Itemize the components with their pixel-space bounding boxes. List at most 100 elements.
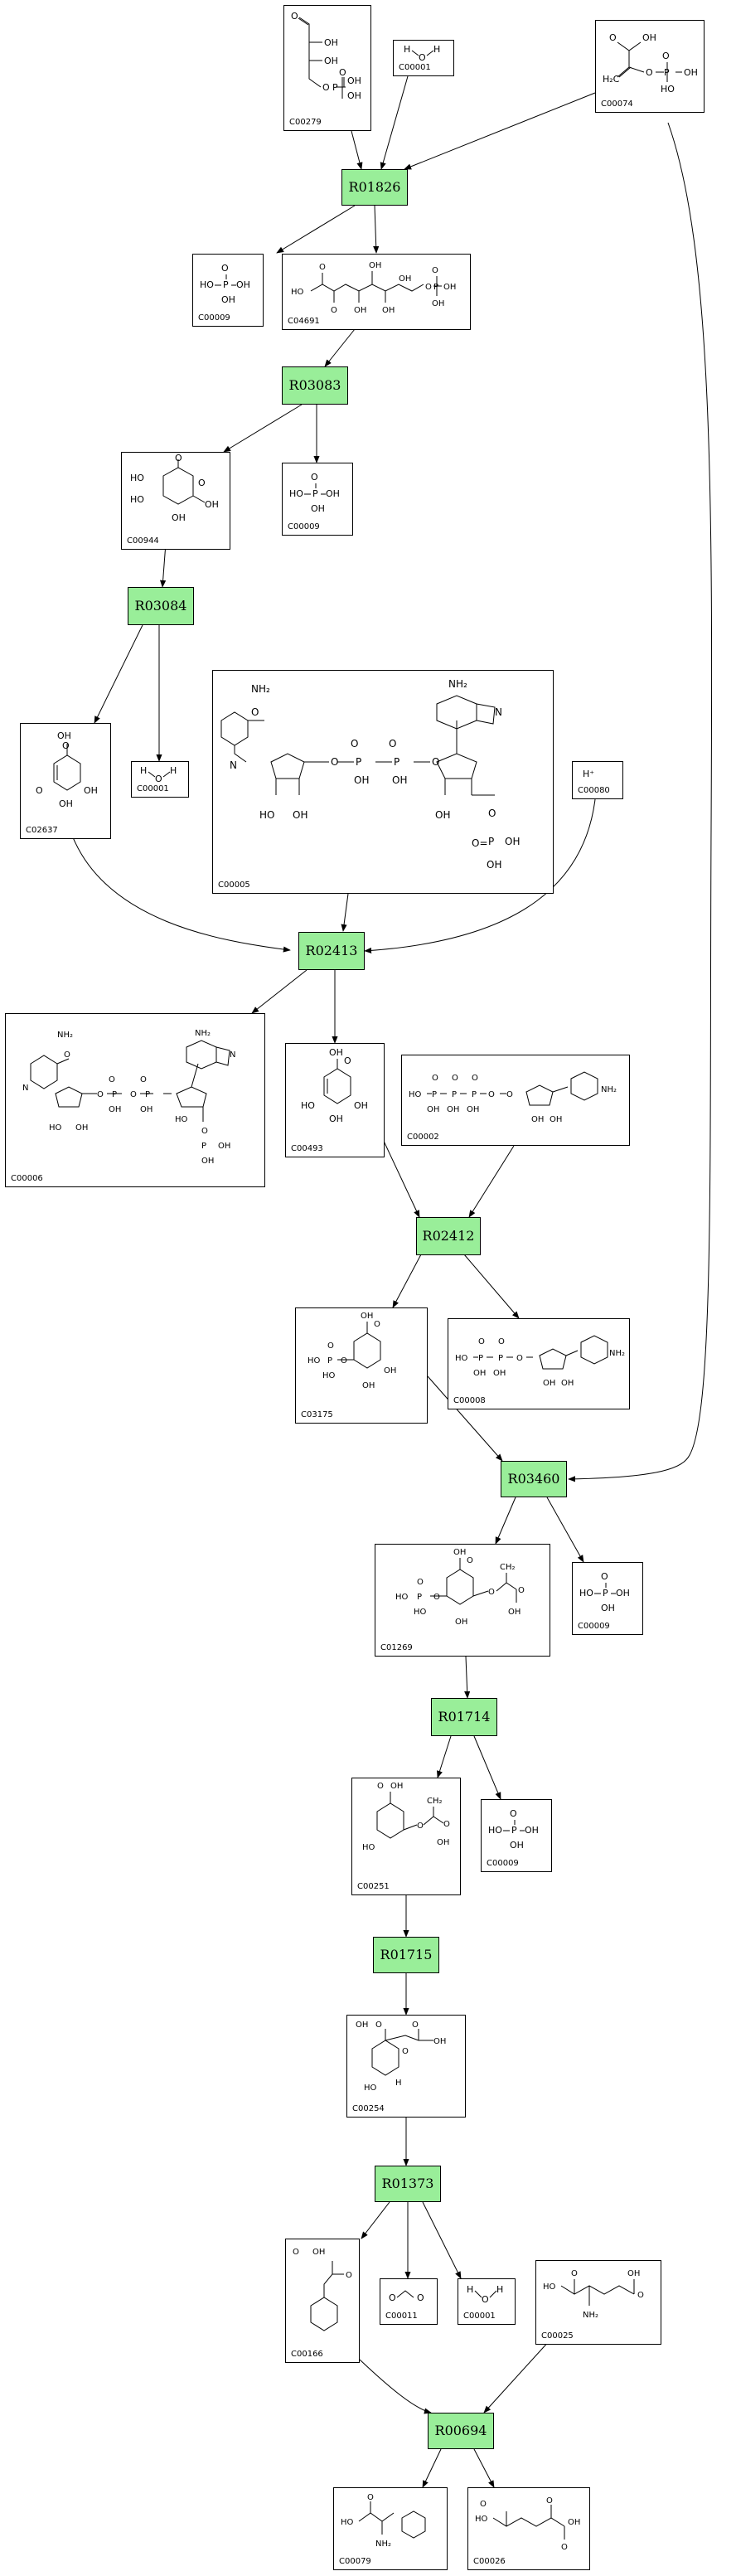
svg-text:H: H xyxy=(433,44,440,55)
svg-text:O: O xyxy=(518,1586,525,1595)
svg-text:O: O xyxy=(130,1090,137,1099)
svg-text:O: O xyxy=(331,756,338,768)
svg-text:OH: OH xyxy=(568,2518,580,2527)
compound-id: C00080 xyxy=(578,786,610,795)
svg-text:OH: OH xyxy=(362,1381,375,1390)
svg-text:O: O xyxy=(402,2047,409,2056)
svg-text:OH: OH xyxy=(467,1105,479,1114)
svg-text:CH₂: CH₂ xyxy=(500,1563,516,1572)
svg-text:O: O xyxy=(155,774,162,784)
svg-text:O: O xyxy=(109,1075,115,1084)
svg-text:HO: HO xyxy=(409,1090,422,1099)
reaction-node-r01715[interactable]: R01715 xyxy=(373,1937,439,1973)
svg-text:P: P xyxy=(603,1588,608,1598)
svg-text:P: P xyxy=(433,283,438,292)
svg-text:O: O xyxy=(432,1074,438,1083)
svg-text:NH₂: NH₂ xyxy=(57,1031,73,1040)
svg-text:O: O xyxy=(175,453,182,463)
reaction-node-r00694[interactable]: R00694 xyxy=(428,2413,494,2449)
compound-id: C01269 xyxy=(380,1643,413,1652)
svg-text:HO: HO xyxy=(322,1371,336,1380)
reaction-node-r03083[interactable]: R03083 xyxy=(282,366,348,405)
compound-id: C00009 xyxy=(198,313,230,323)
svg-text:NH₂: NH₂ xyxy=(609,1349,625,1358)
svg-text:OH: OH xyxy=(354,306,366,315)
svg-text:OH: OH xyxy=(508,1608,521,1617)
svg-text:OH: OH xyxy=(311,503,325,514)
svg-text:O: O xyxy=(452,1074,458,1083)
edge xyxy=(468,1145,515,1218)
edge xyxy=(359,2359,432,2414)
edge xyxy=(361,2201,390,2239)
svg-text:O: O xyxy=(467,1556,473,1565)
svg-text:O: O xyxy=(97,1090,104,1099)
compound-id: C00279 xyxy=(289,118,322,127)
svg-text:OH: OH xyxy=(354,774,369,786)
reaction-node-r01714[interactable]: R01714 xyxy=(431,1698,497,1736)
svg-text:OH: OH xyxy=(347,75,361,86)
svg-text:HO: HO xyxy=(341,2518,354,2527)
compound-id: C00944 xyxy=(127,536,159,546)
reaction-node-r03084[interactable]: R03084 xyxy=(128,587,194,625)
reaction-node-r02413[interactable]: R02413 xyxy=(298,932,365,970)
svg-text:OH: OH xyxy=(684,67,698,78)
svg-text:O: O xyxy=(478,1337,485,1346)
svg-text:OH: OH xyxy=(427,1105,439,1114)
reaction-node-r01826[interactable]: R01826 xyxy=(341,169,408,206)
svg-text:P: P xyxy=(664,67,670,78)
compound-id: C00025 xyxy=(541,2331,574,2341)
svg-text:HO: HO xyxy=(175,1115,188,1124)
reaction-node-r03460[interactable]: R03460 xyxy=(501,1461,567,1497)
svg-text:P: P xyxy=(472,1090,477,1099)
compound-id: C00001 xyxy=(463,2312,496,2321)
svg-text:HO: HO xyxy=(130,494,144,505)
edge xyxy=(351,130,363,170)
compound-id: C00493 xyxy=(291,1144,323,1153)
edge xyxy=(223,404,303,453)
svg-text:O: O xyxy=(291,11,298,22)
svg-text:O: O xyxy=(319,263,326,272)
svg-text:OH: OH xyxy=(453,1548,466,1557)
reaction-node-r02412[interactable]: R02412 xyxy=(416,1217,481,1255)
edge xyxy=(251,969,307,1014)
svg-text:N: N xyxy=(22,1084,28,1093)
reaction-node-r01373[interactable]: R01373 xyxy=(375,2166,441,2202)
svg-text:O=: O= xyxy=(472,837,488,849)
compound-node-c00080[interactable]: H⁺ C00080 xyxy=(572,761,623,799)
compound-id: C00011 xyxy=(385,2312,418,2321)
svg-text:HO: HO xyxy=(364,2084,377,2093)
svg-text:O: O xyxy=(637,2291,644,2300)
svg-text:O: O xyxy=(311,472,318,483)
edge xyxy=(94,624,143,724)
